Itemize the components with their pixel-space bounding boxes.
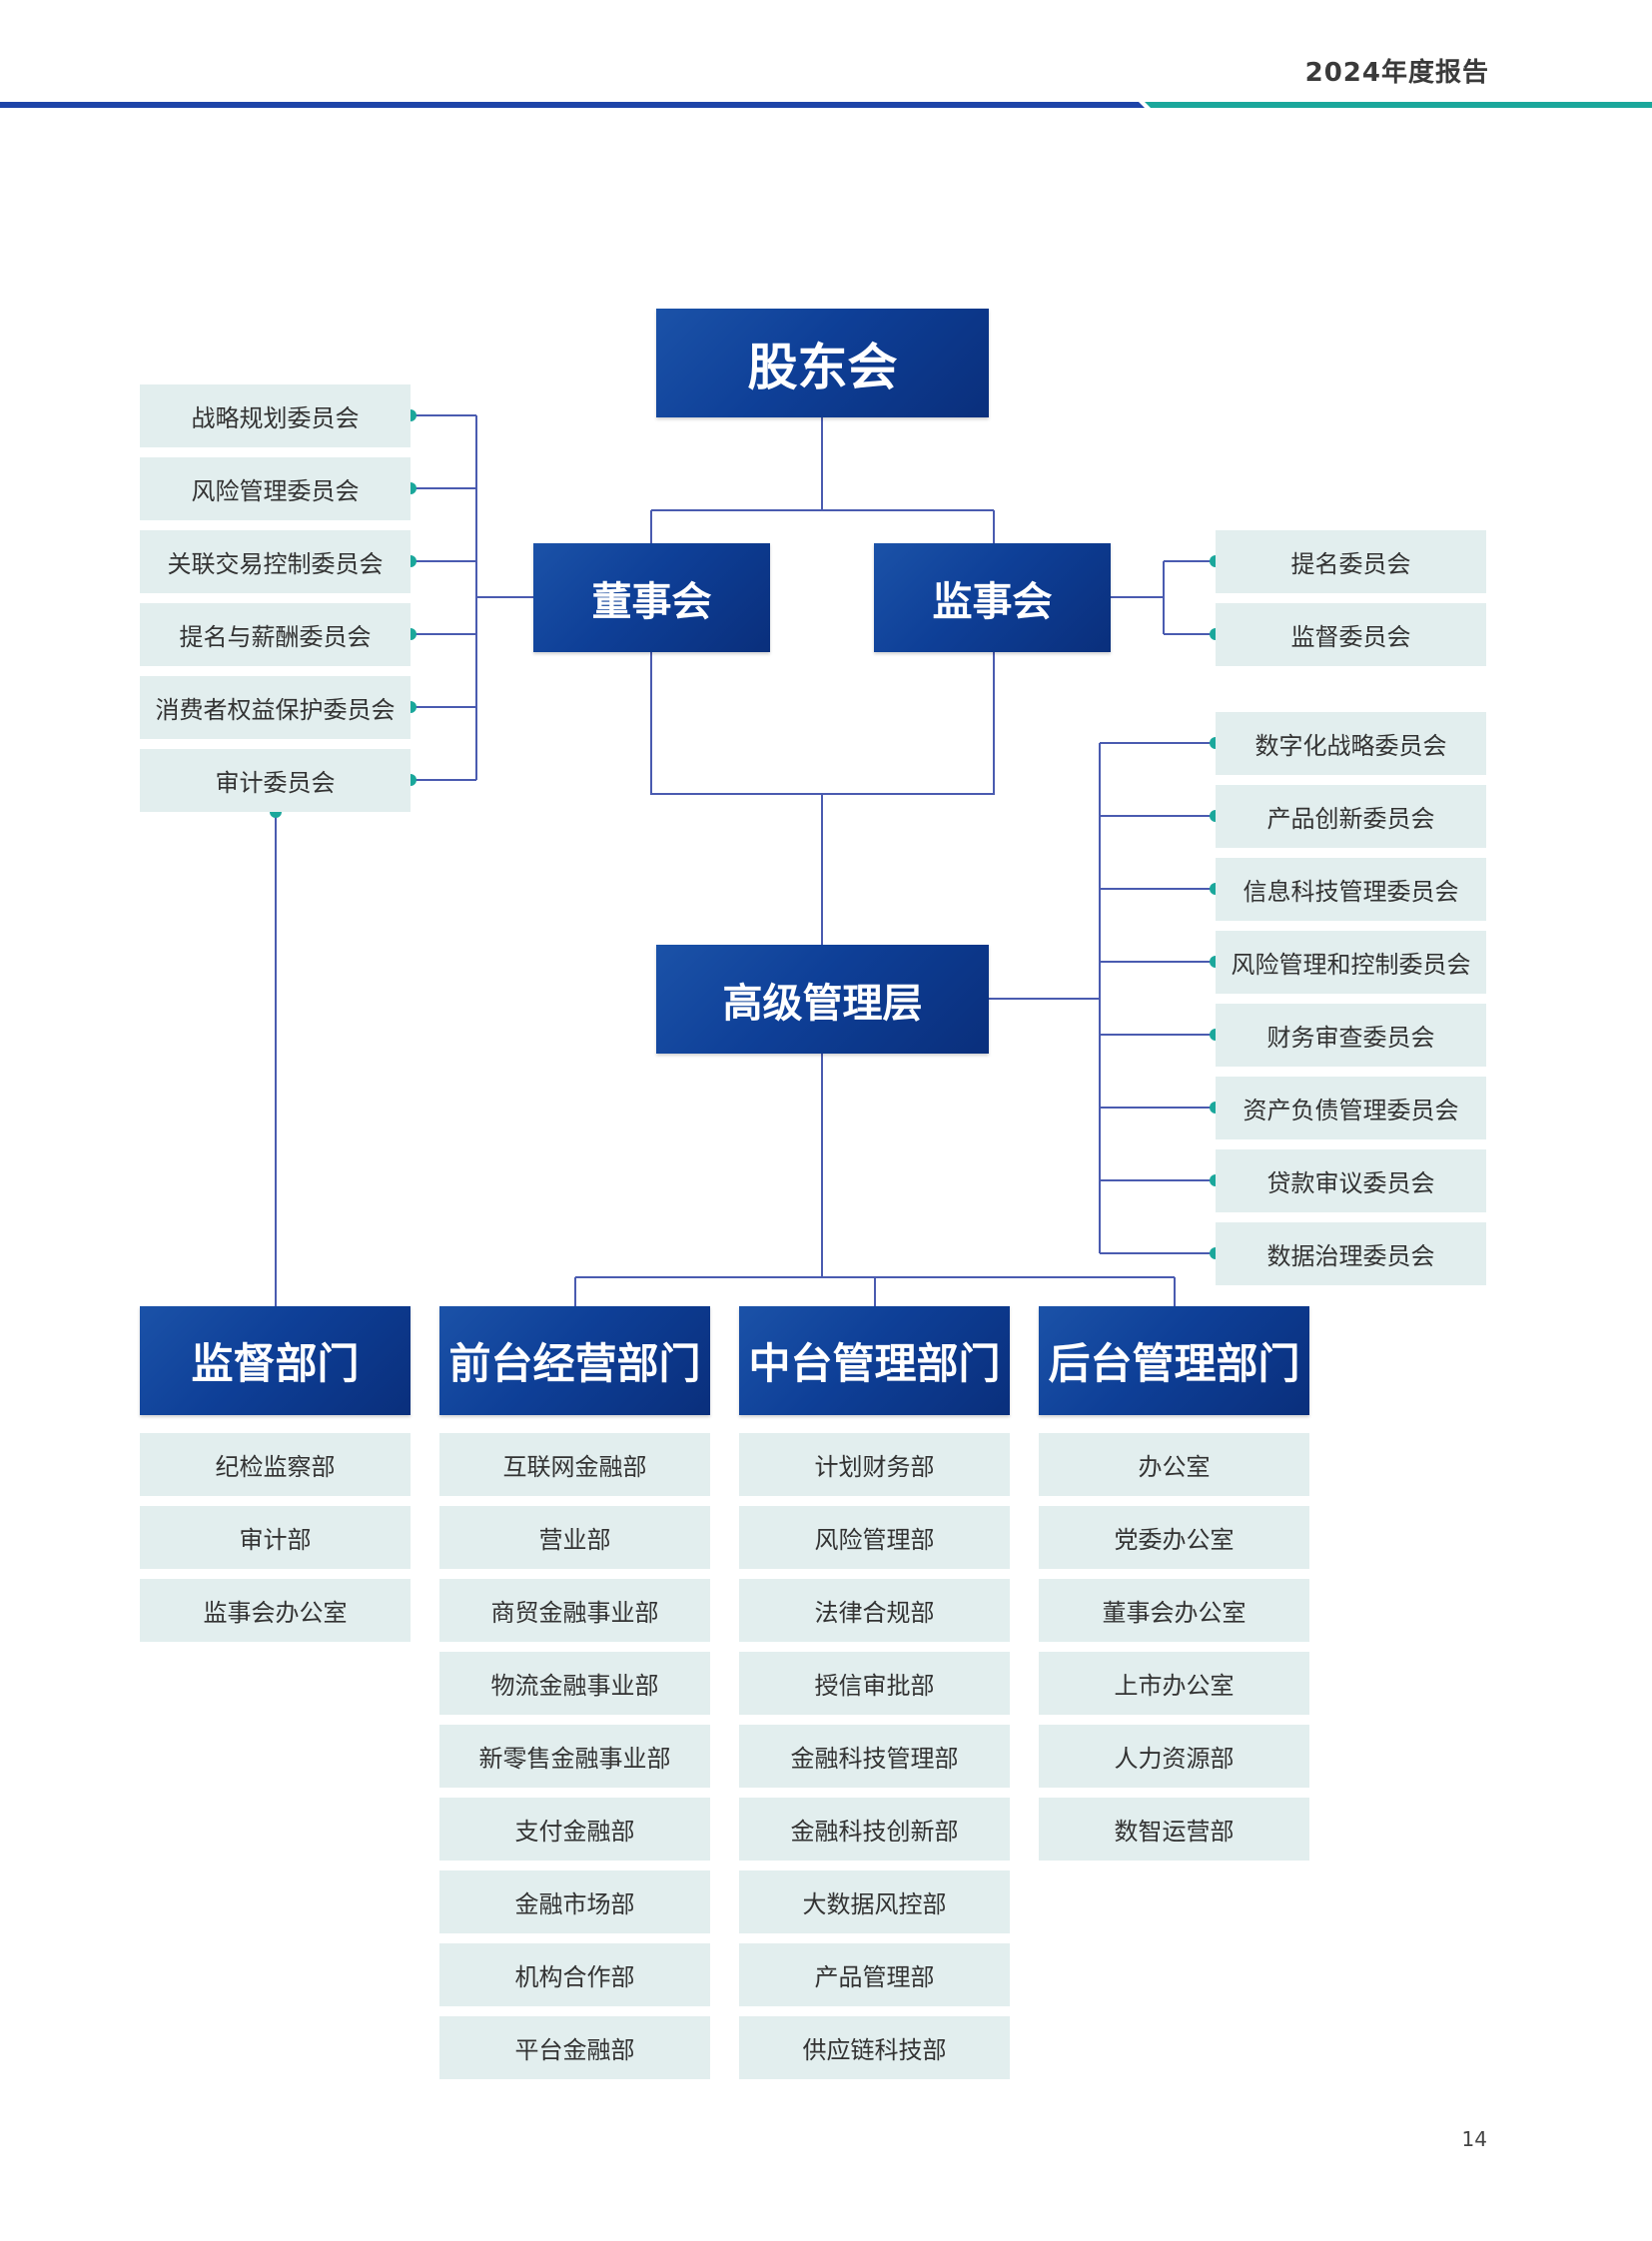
department-item: 新零售金融事业部 (439, 1725, 710, 1788)
board-committee-item: 战略规划委员会 (140, 384, 411, 447)
management-committee-item: 产品创新委员会 (1216, 785, 1486, 848)
management-committee-item: 风险管理和控制委员会 (1216, 931, 1486, 994)
connector-line (1111, 561, 1165, 634)
department-item: 支付金融部 (439, 1798, 710, 1861)
department-item: 供应链科技部 (739, 2016, 1010, 2079)
department-item: 授信审批部 (739, 1652, 1010, 1715)
department-item: 纪检监察部 (140, 1433, 411, 1496)
department-item: 风险管理部 (739, 1506, 1010, 1569)
department-item: 办公室 (1039, 1433, 1309, 1496)
department-category-back-office: 后台管理部门 (1039, 1306, 1309, 1415)
board-committee-item: 关联交易控制委员会 (140, 530, 411, 593)
connector-line (650, 417, 995, 543)
management-committee-item: 数字化战略委员会 (1216, 712, 1486, 775)
department-item: 产品管理部 (739, 1943, 1010, 2006)
department-item: 人力资源部 (1039, 1725, 1309, 1788)
supervisory-box: 监事会 (874, 543, 1111, 652)
page-number: 14 (1461, 2127, 1487, 2151)
department-item: 金融科技管理部 (739, 1725, 1010, 1788)
department-category-front-office: 前台经营部门 (439, 1306, 710, 1415)
department-item: 金融科技创新部 (739, 1798, 1010, 1861)
department-item: 互联网金融部 (439, 1433, 710, 1496)
board-committee-item: 风险管理委员会 (140, 457, 411, 520)
management-committee-item: 资产负债管理委员会 (1216, 1077, 1486, 1139)
management-committee-item: 贷款审议委员会 (1216, 1149, 1486, 1212)
department-item: 数智运营部 (1039, 1798, 1309, 1861)
department-item: 董事会办公室 (1039, 1579, 1309, 1642)
report-title: 2024年度报告 (1304, 58, 1489, 88)
senior-management-box: 高级管理层 (656, 945, 989, 1054)
department-item: 商贸金融事业部 (439, 1579, 710, 1642)
department-category-supervision: 监督部门 (140, 1306, 411, 1415)
department-category-middle-office: 中台管理部门 (739, 1306, 1010, 1415)
board-box: 董事会 (533, 543, 770, 652)
header-rule (0, 102, 1652, 108)
department-item: 监事会办公室 (140, 1579, 411, 1642)
department-item: 审计部 (140, 1506, 411, 1569)
management-committee-item: 财务审查委员会 (1216, 1004, 1486, 1067)
department-item: 平台金融部 (439, 2016, 710, 2079)
department-item: 上市办公室 (1039, 1652, 1309, 1715)
supervisory-committee-item: 监督委员会 (1216, 603, 1486, 666)
department-item: 计划财务部 (739, 1433, 1010, 1496)
department-item: 党委办公室 (1039, 1506, 1309, 1569)
management-committee-item: 数据治理委员会 (1216, 1222, 1486, 1285)
board-committee-item: 提名与薪酬委员会 (140, 603, 411, 666)
connector-line (574, 1054, 1176, 1306)
department-item: 法律合规部 (739, 1579, 1010, 1642)
board-committee-item: 审计委员会 (140, 749, 411, 812)
department-item: 金融市场部 (439, 1870, 710, 1933)
board-committee-item: 消费者权益保护委员会 (140, 676, 411, 739)
connector-line (650, 652, 995, 945)
supervisory-committee-item: 提名委员会 (1216, 530, 1486, 593)
management-committee-item: 信息科技管理委员会 (1216, 858, 1486, 921)
department-item: 大数据风控部 (739, 1870, 1010, 1933)
department-item: 机构合作部 (439, 1943, 710, 2006)
department-item: 营业部 (439, 1506, 710, 1569)
department-item: 物流金融事业部 (439, 1652, 710, 1715)
shareholders-box: 股东会 (656, 309, 989, 417)
